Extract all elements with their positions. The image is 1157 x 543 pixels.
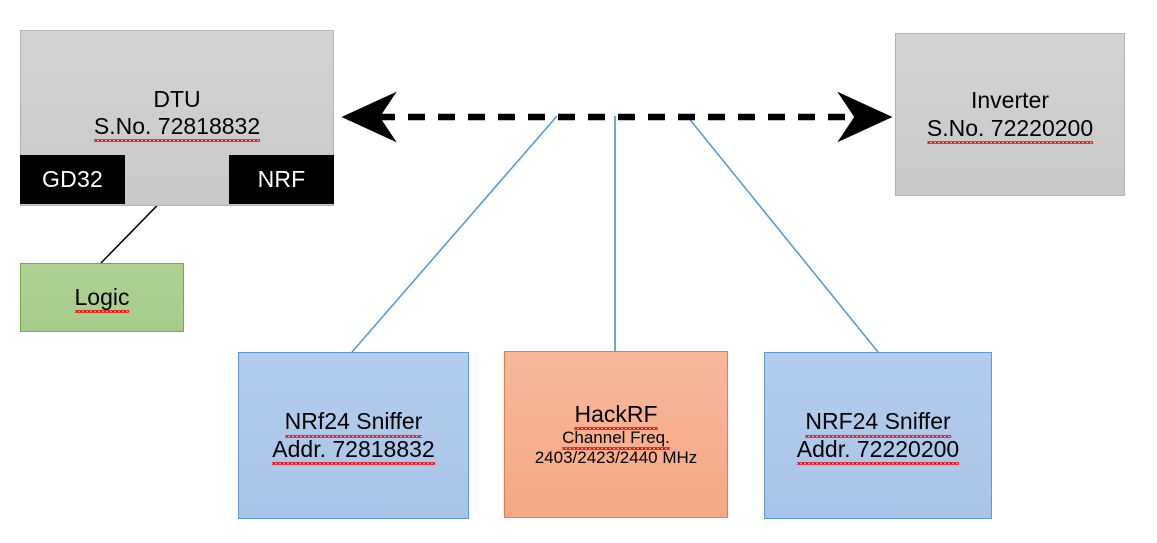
dtu-label-line1: DTU [153, 86, 201, 112]
node-hackrf[interactable]: HackRF Channel Freq. 2403/2423/2440 MHz [504, 351, 728, 518]
connector-sniffer-right-tap [686, 115, 879, 353]
node-nrf[interactable]: NRF [229, 155, 334, 204]
nrf-label: NRF [257, 165, 306, 192]
hackrf-line2: Channel Freq. [562, 428, 670, 451]
node-gd32[interactable]: GD32 [20, 155, 125, 204]
node-logic[interactable]: Logic [20, 263, 184, 332]
connector-sniffer-left-tap [351, 115, 558, 353]
sniffer-left-line1: NRf24 Sniffer [284, 408, 423, 438]
hackrf-line1: HackRF [574, 400, 658, 431]
inverter-label-line1: Inverter [971, 87, 1049, 114]
inverter-label-line2: S.No. 72220200 [926, 114, 1094, 144]
node-sniffer-left[interactable]: NRf24 Sniffer Addr. 72818832 [238, 352, 469, 519]
gd32-label: GD32 [42, 165, 103, 192]
logic-label: Logic [74, 283, 130, 314]
sniffer-right-line2: Addr. 72220200 [796, 435, 960, 465]
sniffer-left-line2: Addr. 72818832 [272, 435, 436, 465]
sniffer-right-line1: NRF24 Sniffer [805, 408, 951, 438]
node-sniffer-right[interactable]: NRF24 Sniffer Addr. 72220200 [764, 352, 992, 519]
node-inverter[interactable]: Inverter S.No. 72220200 [895, 33, 1125, 196]
hackrf-line3: 2403/2423/2440 MHz [534, 448, 698, 468]
dtu-label-line2: S.No. 72818832 [93, 113, 261, 143]
